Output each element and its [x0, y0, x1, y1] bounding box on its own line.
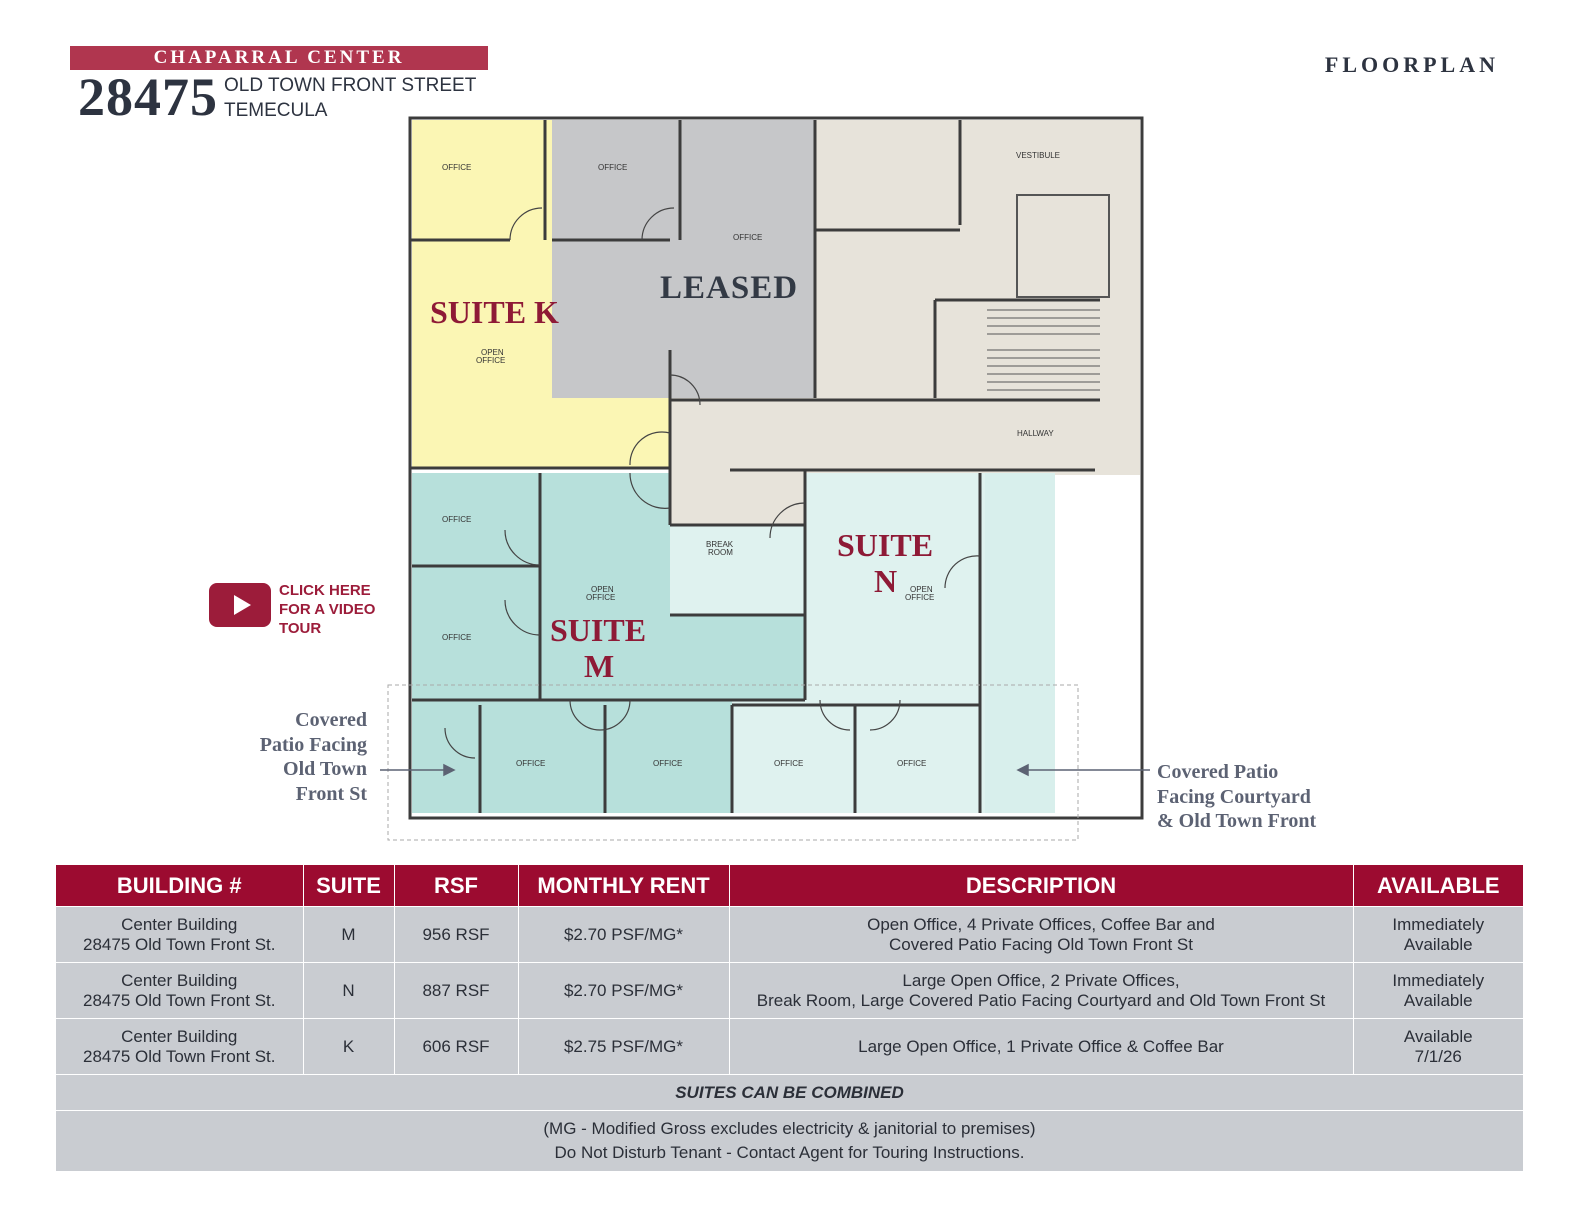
- room-label: OPEN: [591, 585, 614, 594]
- city-name: TEMECULA: [224, 100, 328, 121]
- cell-rent: $2.75 PSF/MG*: [518, 1018, 730, 1075]
- patio-right-callout: Covered Patio Facing Courtyard & Old Tow…: [1157, 761, 1317, 832]
- room-label: OFFICE: [442, 515, 471, 524]
- floor-plan: OFFICE OFFICE OFFICE VESTIBULE HALLWAY O…: [380, 116, 1150, 841]
- room-label: OFFICE: [598, 163, 627, 172]
- center-name-band: CHAPARRAL CENTER: [70, 46, 488, 70]
- header-description: DESCRIPTION: [729, 865, 1354, 907]
- leased-area: [552, 120, 815, 398]
- room-label: OFFICE: [897, 759, 926, 768]
- suite-n-label: SUITE: [837, 527, 933, 563]
- page-title: FLOORPLAN: [1324, 52, 1499, 77]
- header-rent: MONTHLY RENT: [518, 865, 730, 907]
- street-name: OLD TOWN FRONT STREET: [224, 75, 477, 96]
- room-label: OFFICE: [586, 593, 615, 602]
- availability-table: BUILDING # SUITE RSF MONTHLY RENT DESCRI…: [56, 865, 1523, 1171]
- hallway-area: [670, 398, 1095, 473]
- room-label: OFFICE: [653, 759, 682, 768]
- notes-row: (MG - Modified Gross excludes electricit…: [56, 1110, 1523, 1171]
- suite-m-label: SUITE: [550, 612, 646, 648]
- room-label: OPEN: [910, 585, 933, 594]
- room-label: OFFICE: [442, 163, 471, 172]
- room-label: OFFICE: [733, 233, 762, 242]
- room-label: OFFICE: [476, 356, 505, 365]
- header-suite: SUITE: [303, 865, 395, 907]
- video-tour-button[interactable]: [209, 583, 271, 627]
- suite-n-letter: N: [874, 563, 897, 599]
- cell-suite: K: [303, 1018, 395, 1075]
- center-name: CHAPARRAL CENTER: [153, 47, 405, 68]
- room-label: HALLWAY: [1017, 429, 1054, 438]
- cell-suite: N: [303, 962, 395, 1019]
- room-label: VESTIBULE: [1016, 151, 1060, 160]
- suites-combined-note: SUITES CAN BE COMBINED: [56, 1074, 1523, 1111]
- table-header: BUILDING # SUITE RSF MONTHLY RENT DESCRI…: [56, 865, 1523, 907]
- leased-label: LEASED: [660, 270, 798, 306]
- suite-k-label: SUITE K: [430, 294, 559, 330]
- combined-row: SUITES CAN BE COMBINED: [56, 1074, 1523, 1111]
- patio-left-callout: Covered Patio Facing Old Town Front St: [259, 709, 367, 805]
- cell-suite: M: [303, 906, 395, 963]
- room-label: ROOM: [708, 548, 733, 557]
- header-building: BUILDING #: [56, 865, 304, 907]
- cell-rsf: 956 RSF: [394, 906, 519, 963]
- room-label: OFFICE: [774, 759, 803, 768]
- room-label: BREAK: [706, 540, 734, 549]
- room-label: OPEN: [481, 348, 504, 357]
- street-number: 28475: [78, 67, 218, 127]
- cell-rsf: 606 RSF: [394, 1018, 519, 1075]
- cell-rent: $2.70 PSF/MG*: [518, 906, 730, 963]
- header-rsf: RSF: [394, 865, 519, 907]
- suite-k-area: [412, 120, 552, 468]
- suite-n-area: [670, 525, 815, 615]
- header-available: AVAILABLE: [1353, 865, 1523, 907]
- suite-m-letter: M: [584, 648, 614, 684]
- room-label: OFFICE: [516, 759, 545, 768]
- covered-patio-right: [985, 473, 1055, 813]
- footnotes: (MG - Modified Gross excludes electricit…: [56, 1110, 1523, 1171]
- cell-description: Large Open Office, 2 Private Offices,Bre…: [729, 962, 1354, 1019]
- play-icon: [234, 595, 251, 615]
- cell-description: Large Open Office, 1 Private Office & Co…: [729, 1018, 1354, 1075]
- room-label: OFFICE: [442, 633, 471, 642]
- video-tour-link[interactable]: CLICK HERE FOR A VIDEO TOUR: [279, 582, 376, 637]
- corridor-area: [670, 473, 805, 525]
- room-label: OFFICE: [905, 593, 934, 602]
- cell-rsf: 887 RSF: [394, 962, 519, 1019]
- cell-description: Open Office, 4 Private Offices, Coffee B…: [729, 906, 1354, 963]
- cell-rent: $2.70 PSF/MG*: [518, 962, 730, 1019]
